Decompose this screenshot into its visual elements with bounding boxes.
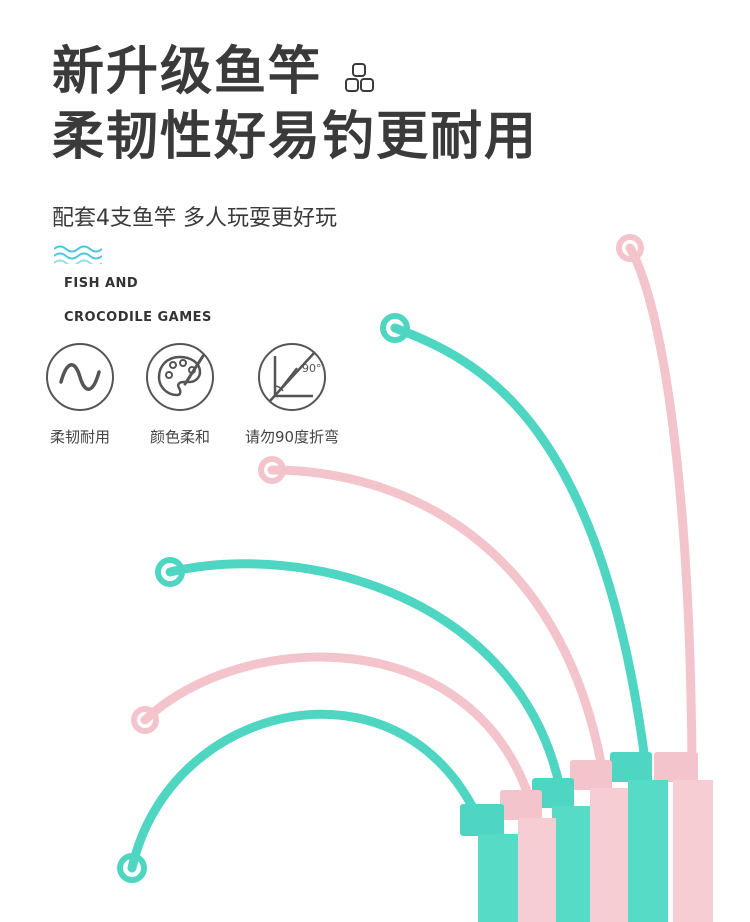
palette-icon [146, 343, 214, 411]
angle-label: 90° [302, 362, 322, 375]
subheadline: 配套4支鱼竿 多人玩耍更好玩 [52, 206, 337, 231]
feature-no-bend: 90° 请勿90度折弯 [232, 342, 352, 447]
headline-line-2: 柔韧性好易钓更耐用 [52, 107, 539, 167]
fishing-rod [117, 709, 518, 922]
headline-line-1: 新升级鱼竿 [52, 42, 323, 102]
fishing-rod [258, 456, 628, 922]
no-bend-angle-icon: 90° [258, 343, 326, 411]
english-tagline-line-1: FISH AND [64, 276, 139, 291]
feature-durable: 柔韧耐用 [20, 342, 140, 447]
feature-label-no-bend: 请勿90度折弯 [244, 428, 340, 446]
fishing-rod [131, 652, 556, 922]
feature-label-soft-color: 颜色柔和 [149, 428, 210, 446]
fishing-rod [155, 557, 590, 922]
feature-soft-color: 颜色柔和 [120, 342, 240, 447]
fishing-rod [616, 234, 713, 922]
squares-icon [345, 63, 374, 92]
wave-icon [54, 245, 102, 264]
feature-label-durable: 柔韧耐用 [49, 428, 110, 446]
sine-wave-icon [46, 343, 114, 411]
fishing-rod [380, 313, 668, 922]
english-tagline-line-2: CROCODILE GAMES [64, 310, 212, 325]
